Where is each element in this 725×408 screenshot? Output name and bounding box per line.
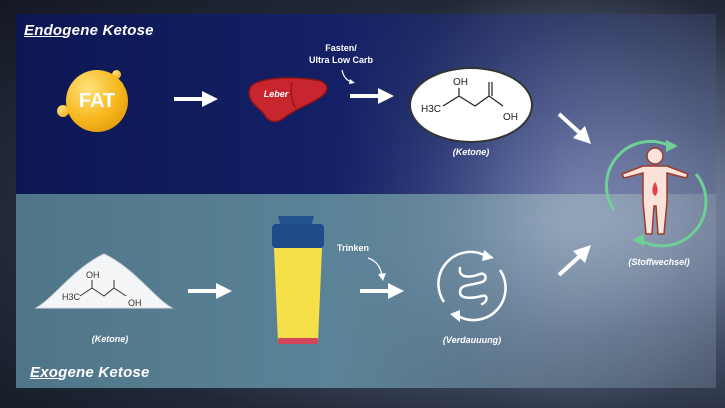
exogenous-title-rest: gene Ketose (58, 364, 150, 381)
curved-arrow-icon (367, 257, 386, 281)
drink-label: Trinken (336, 243, 369, 253)
ketone-label-bottom: (Ketone) (91, 334, 129, 344)
exogenous-title: Exogene Ketose (30, 364, 150, 381)
ketone-powder-icon: OH H3C OH (34, 253, 174, 309)
arrow-right-icon (350, 88, 394, 104)
fat-icon: FAT (66, 70, 128, 132)
fasting-label-line1: Fasten/ (325, 43, 357, 53)
endogenous-title: Endogene Ketose (24, 22, 154, 39)
ketone-molecule-oval (409, 67, 533, 143)
molecule-ch3: H3C (421, 104, 441, 115)
liver-icon (248, 77, 328, 123)
powder-molecule-oh-right: OH (128, 298, 142, 308)
powder-molecule-ch3: H3C (62, 292, 81, 302)
metabolism-body-icon (605, 139, 708, 248)
metabolism-label: (Stoffwechsel) (628, 257, 690, 267)
shaker-bottle-icon (272, 216, 324, 344)
arrow-diagonal-down-icon (557, 112, 591, 144)
digestion-label: (Verdauuung) (442, 335, 502, 345)
endogenous-title-rest: gene Ketose (62, 22, 154, 39)
powder-molecule-oh-top: OH (86, 270, 100, 280)
curved-arrow-icon (341, 69, 355, 84)
arrow-right-icon (174, 91, 218, 107)
ketone-molecule-icon: OH H3C OH (421, 77, 518, 123)
endogenous-title-prefix: Endo (24, 22, 63, 39)
molecule-oh-right: OH (503, 112, 518, 123)
liver-label: Leber (263, 89, 289, 99)
endogenous-panel (16, 14, 716, 194)
digestion-icon (437, 250, 507, 322)
fasting-label-line2: Ultra Low Carb (308, 55, 373, 65)
ketone-label-top: (Ketone) (452, 147, 490, 157)
arrow-right-icon (188, 283, 232, 299)
fat-label: FAT (78, 89, 116, 112)
fat-droplet-icon (112, 70, 121, 79)
fasting-label: Fasten/ Ultra Low Carb (296, 42, 386, 66)
exogenous-title-prefix: Exo (30, 364, 59, 381)
arrow-diagonal-up-icon (557, 245, 591, 277)
molecule-oh-top: OH (453, 77, 468, 88)
arrow-right-icon (360, 283, 404, 299)
